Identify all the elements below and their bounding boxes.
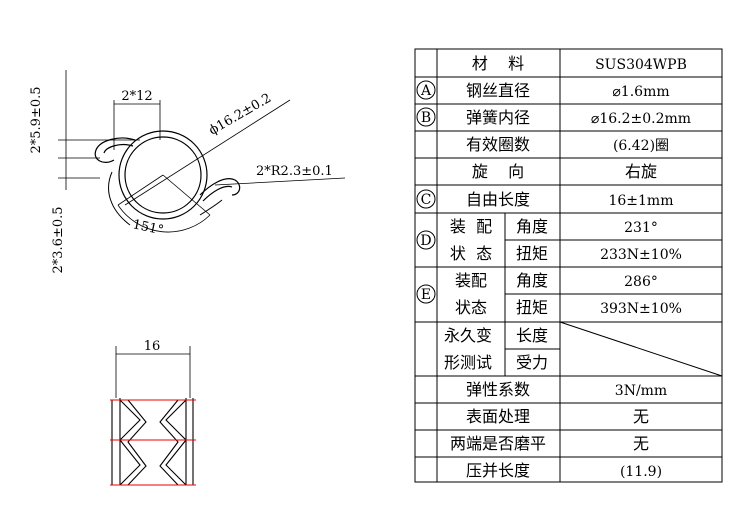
marker-d-circle — [416, 230, 436, 250]
group-d-label-bottom: 状 态 — [450, 244, 492, 263]
marker-e-circle — [416, 284, 436, 304]
group-e-sub-torque: 扭矩 — [516, 298, 548, 317]
value-direction: 右旋 — [625, 162, 657, 181]
coil-outer-circle — [118, 130, 208, 220]
group-d-torque-value: 233N±10% — [600, 247, 682, 263]
group-d-label-top: 装 配 — [450, 217, 492, 236]
right-leg-hook — [199, 178, 241, 196]
label-ends-ground: 两端是否磨平 — [450, 434, 546, 453]
label-material: 材 料 — [472, 54, 524, 73]
label-wire-diameter: 钢丝直径 — [466, 81, 530, 100]
dim-angle: 151° — [131, 217, 165, 238]
group-d-angle-value: 231° — [624, 220, 658, 236]
marker-c: C — [421, 192, 432, 208]
value-wire-diameter: ⌀1.6mm — [612, 84, 669, 100]
group-e-angle-value: 286° — [624, 274, 658, 290]
value-surface-treatment: 无 — [633, 407, 649, 426]
spring-drawing: 2*5.9±0.5 2*3.6±0.5 2*12 ϕ16.2±0.2 2*R2.… — [29, 70, 346, 486]
perm-test-label-top: 永久变 — [444, 326, 492, 345]
side-view — [115, 346, 191, 398]
label-surface-treatment: 表面处理 — [466, 407, 530, 426]
label-free-length: 自由长度 — [466, 190, 530, 209]
marker-a: A — [420, 83, 432, 99]
label-solid-length: 压并长度 — [466, 461, 530, 480]
value-solid-length: (11.9) — [620, 464, 662, 480]
dim-top-offset: 2*5.9±0.5 — [29, 86, 44, 153]
group-e-label-top: 装配 — [455, 271, 487, 290]
dim-leg-width: 2*12 — [121, 89, 152, 104]
value-inner-diameter: ⌀16.2±0.2mm — [591, 111, 691, 127]
marker-d: D — [420, 233, 431, 249]
group-e-torque-value: 393N±10% — [600, 301, 682, 317]
perm-test-sub-force: 受力 — [516, 353, 548, 372]
label-inner-diameter: 弹簧内径 — [466, 108, 530, 127]
dim-length: 16 — [144, 339, 161, 354]
coil-inner-circle — [124, 136, 202, 214]
value-ends-ground: 无 — [633, 434, 649, 453]
perm-test-sub-length: 长度 — [516, 326, 548, 345]
label-spring-rate: 弹性系数 — [466, 380, 530, 399]
value-active-coils: (6.42)圈 — [613, 138, 669, 154]
marker-b-circle — [416, 107, 436, 127]
value-material: SUS304WPB — [595, 57, 687, 73]
marker-b: B — [421, 110, 431, 126]
group-e-label-bottom: 状态 — [455, 298, 487, 317]
left-leg-hook — [94, 137, 136, 163]
label-active-coils: 有效圈数 — [466, 135, 530, 154]
value-free-length: 16±1mm — [608, 193, 673, 209]
marker-c-circle — [416, 189, 436, 209]
perm-test-label-bottom: 形测试 — [444, 353, 492, 372]
label-direction: 旋 向 — [472, 162, 524, 181]
marker-e: E — [421, 287, 431, 303]
dim-end-radius: 2*R2.3±0.1 — [256, 164, 333, 179]
dim-bottom-offset: 2*3.6±0.5 — [51, 206, 66, 273]
group-d-sub-torque: 扭矩 — [516, 244, 548, 263]
group-d-sub-angle: 角度 — [516, 217, 548, 236]
value-spring-rate: 3N/mm — [615, 383, 667, 399]
marker-a-circle — [416, 80, 436, 100]
group-e-sub-angle: 角度 — [516, 271, 548, 290]
